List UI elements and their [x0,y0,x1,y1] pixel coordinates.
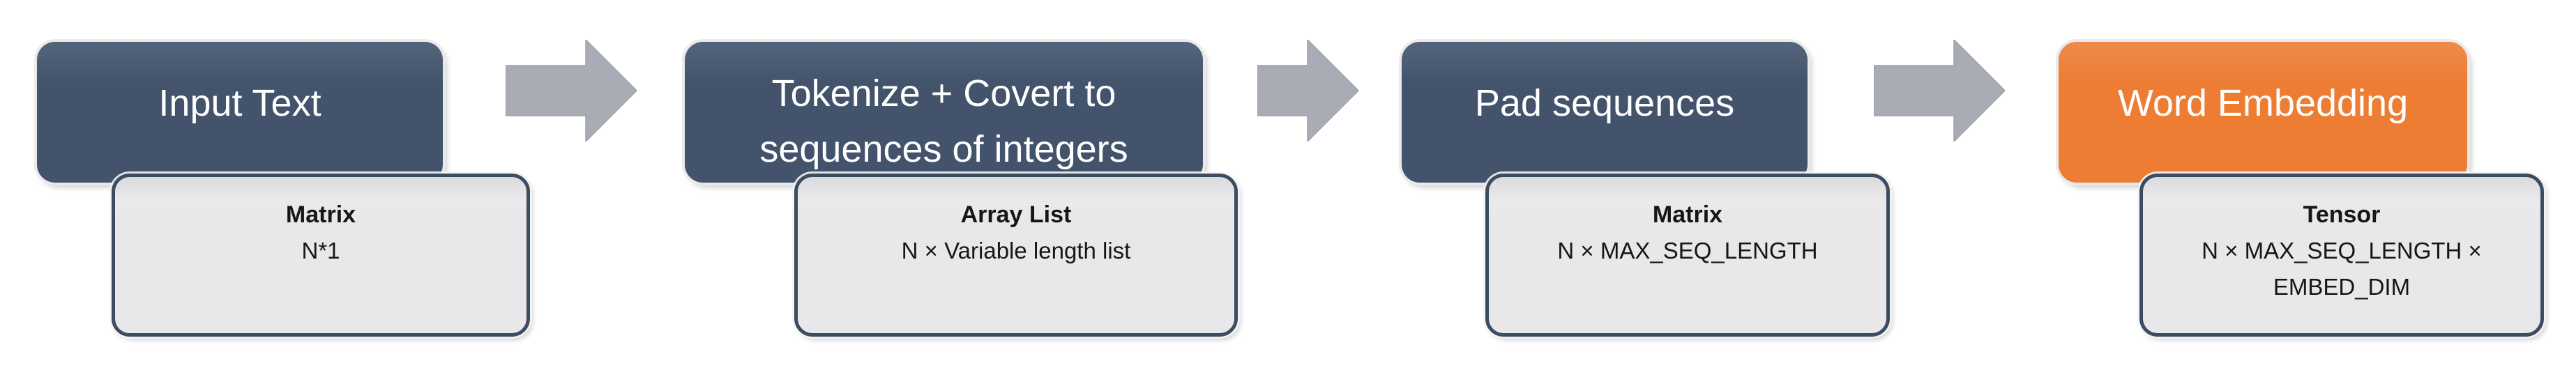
stage-title: Tokenize + Covert to sequences of intege… [759,72,1128,170]
card-title: Array List [960,201,1072,228]
flow-arrow-icon [506,40,637,141]
card-title: Matrix [1652,201,1723,228]
stage-title: Word Embedding [2117,82,2409,124]
card-value: N × Variable length list [901,238,1131,263]
card-title: Tensor [2303,201,2381,228]
stage-card-4: Tensor N × MAX_SEQ_LENGTH × EMBED_DIM [2139,174,2544,337]
stage-box-4: Word Embedding [2059,42,2467,183]
card-value: N × MAX_SEQ_LENGTH [1557,238,1818,263]
card-title: Matrix [285,201,356,228]
flow-arrow-icon [1874,40,2005,141]
card-value: N × MAX_SEQ_LENGTH × EMBED_DIM [2202,238,2482,300]
card-value: N*1 [301,238,340,263]
stage-box-3: Pad sequences [1402,42,1808,183]
stage-title: Input Text [158,82,321,124]
stage-card-3: Matrix N × MAX_SEQ_LENGTH [1485,174,1890,337]
stage-title: Pad sequences [1474,82,1735,124]
stage-box-1: Input Text [37,42,443,183]
stage-box-2: Tokenize + Covert to sequences of intege… [685,42,1203,183]
stage-card-2: Array List N × Variable length list [794,174,1238,337]
flow-arrow-icon [1257,40,1358,141]
